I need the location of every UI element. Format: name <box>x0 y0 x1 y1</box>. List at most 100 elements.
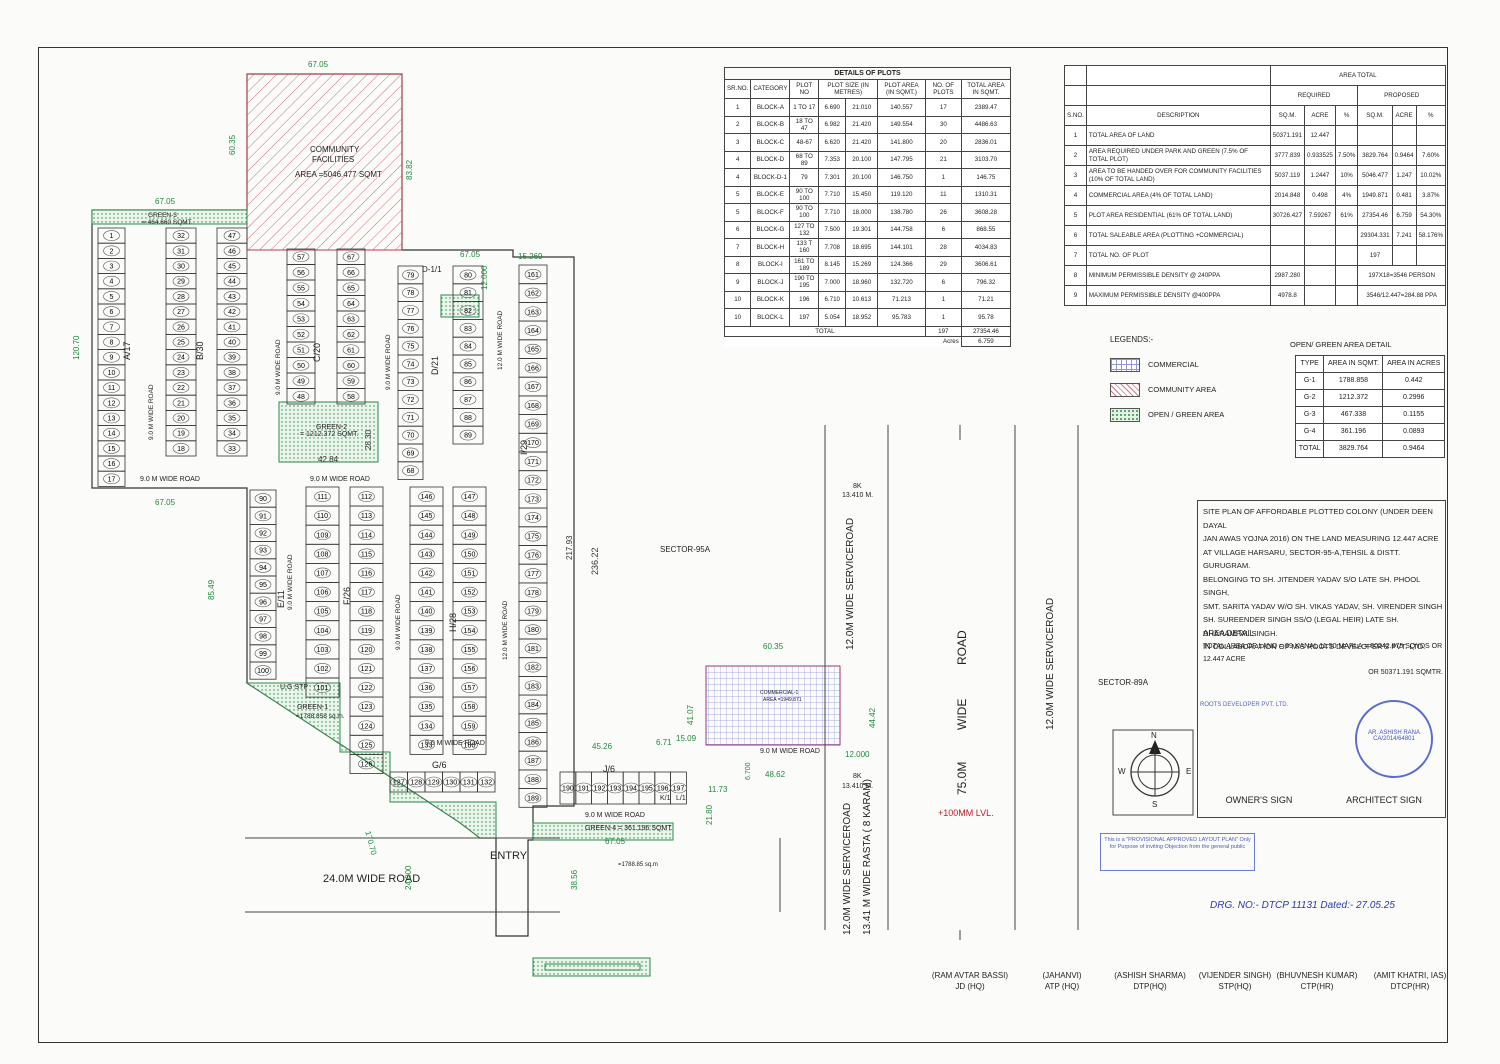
dimension: 67.05 <box>605 837 626 846</box>
plots-cell: 90 TO 100 <box>789 185 820 204</box>
svg-text:88: 88 <box>464 415 472 422</box>
svg-text:26: 26 <box>177 324 185 331</box>
plot-160: 160 <box>452 734 487 755</box>
legend-label: OPEN / GREEN AREA <box>1148 410 1225 419</box>
area-cell: 0.498 <box>1304 185 1336 206</box>
plots-header-cell: PLOT SIZE (IN METRES) <box>818 79 879 99</box>
svg-text:116: 116 <box>361 570 372 577</box>
svg-text:168: 168 <box>527 403 539 410</box>
plot-102: 102 <box>305 658 340 679</box>
plots-cell: BLOCK-K <box>750 290 791 309</box>
legend-commercial: COMMERCIAL <box>1110 352 1224 377</box>
plots-cell: 2389.47 <box>960 98 1012 117</box>
svg-text:23: 23 <box>177 370 185 377</box>
plot-48: 48 <box>286 388 316 405</box>
svg-text:31: 31 <box>177 248 185 255</box>
plot-151: 151 <box>452 563 487 583</box>
plots-cell: 10 <box>723 308 752 327</box>
plots-cell: 17 <box>924 98 962 117</box>
svg-text:92: 92 <box>259 531 267 538</box>
plot-148: 148 <box>452 505 487 526</box>
legend-label: COMMUNITY AREA <box>1148 385 1217 394</box>
area-cell: TOTAL SALEABLE AREA (PLOTTING +COMMERCIA… <box>1085 225 1271 246</box>
signatory-name: (ASHISH SHARMA) <box>1114 971 1186 980</box>
plot-91: 91 <box>249 506 277 525</box>
area-cell: 7.50% <box>1334 145 1359 166</box>
plots-cell: 796.32 <box>960 273 1012 292</box>
road-9m-label: 9.0 M WIDE ROAD <box>287 554 294 610</box>
svg-text:174: 174 <box>527 515 539 522</box>
service-road-label: 12.0M WIDE SERVICEROAD <box>1045 597 1056 730</box>
svg-text:36: 36 <box>228 400 236 407</box>
svg-text:135: 135 <box>421 704 433 711</box>
dimension: 67.05 <box>155 498 176 507</box>
green-1-label: GREEN-1 <box>297 704 329 711</box>
site-plan-line: SH. SUREENDER SINGH SS/O (LEGAL HEIR) LA… <box>1203 615 1399 638</box>
open-green-title: OPEN/ GREEN AREA DETAIL <box>1290 340 1392 349</box>
plots-cell: 144.101 <box>877 238 926 257</box>
svg-text:182: 182 <box>527 665 539 672</box>
svg-text:138: 138 <box>421 647 433 654</box>
plot-103: 103 <box>305 639 340 660</box>
svg-text:52: 52 <box>297 332 305 339</box>
svg-text:32: 32 <box>177 233 185 240</box>
block-d1-tag: D-1/1 <box>422 265 442 274</box>
plots-cell: 7.710 <box>818 185 847 204</box>
road-9m-label: 9.0 M WIDE ROAD <box>310 476 370 483</box>
plots-cell: 1 TO 17 <box>789 98 820 117</box>
plots-cell: 1310.31 <box>960 185 1012 204</box>
svg-text:111: 111 <box>317 494 328 501</box>
svg-text:73: 73 <box>407 379 415 386</box>
plot-26: 26 <box>165 318 197 335</box>
area-cell <box>1334 245 1359 266</box>
svg-text:137: 137 <box>421 666 433 673</box>
svg-text:55: 55 <box>297 285 305 292</box>
plot-195: 195 <box>638 771 656 805</box>
dimension: 83.82 <box>405 159 414 180</box>
site-plan-line: SMT. SARITA YADAV W/O SH. VIKAS YADAV, S… <box>1203 601 1443 611</box>
dimension: 236.22 <box>590 547 600 575</box>
svg-text:176: 176 <box>527 552 539 559</box>
svg-text:87: 87 <box>464 397 472 404</box>
drawing-number: DRG. NO:- DTCP 11131 Dated:- 27.05.25 <box>1210 900 1395 911</box>
plot-193: 193 <box>606 771 624 805</box>
plots-cell: BLOCK-C <box>750 133 791 152</box>
svg-text:112: 112 <box>361 494 372 501</box>
svg-text:43: 43 <box>228 294 236 301</box>
svg-text:136: 136 <box>421 685 433 692</box>
svg-text:196: 196 <box>657 786 669 793</box>
area-cell: 0.481 <box>1391 185 1417 206</box>
road-9m-label: 9.0 M WIDE ROAD <box>275 339 282 395</box>
plots-cell: BLOCK-D-1 <box>750 168 791 187</box>
green-strip <box>532 957 651 977</box>
signatory-post: JD (HQ) <box>955 982 985 991</box>
plot-49: 49 <box>286 372 316 389</box>
area-cell: 5046.477 <box>1357 165 1393 186</box>
svg-text:29: 29 <box>177 279 185 286</box>
area-cell: 1949.871 <box>1357 185 1393 206</box>
svg-text:49: 49 <box>297 378 305 385</box>
svg-text:4: 4 <box>110 279 114 286</box>
plot-85: 85 <box>452 354 484 374</box>
plots-cell: 5 <box>723 185 752 204</box>
plot-121: 121 <box>349 658 384 679</box>
green-4-area <box>532 822 674 841</box>
area-cell <box>1357 125 1393 146</box>
plots-cell: 144.758 <box>877 220 926 239</box>
plot-179: 179 <box>518 601 548 621</box>
compass-w: W <box>1118 767 1126 776</box>
plot-87: 87 <box>452 390 484 409</box>
plot-17: 17 <box>97 470 126 487</box>
plots-cell: 6 <box>924 220 962 239</box>
legend: LEGENDS:- COMMERCIAL COMMUNITY AREA OPEN… <box>1110 335 1224 427</box>
svg-text:172: 172 <box>527 478 539 485</box>
site-plan-line: AT VILLAGE HARSARU, SECTOR-95-A,TEHSIL &… <box>1203 547 1401 571</box>
dimension: 44.42 <box>868 707 877 728</box>
plot-12: 12 <box>97 394 126 411</box>
svg-text:139: 139 <box>421 628 433 635</box>
svg-text:27: 27 <box>177 309 185 316</box>
svg-text:68: 68 <box>407 468 415 475</box>
